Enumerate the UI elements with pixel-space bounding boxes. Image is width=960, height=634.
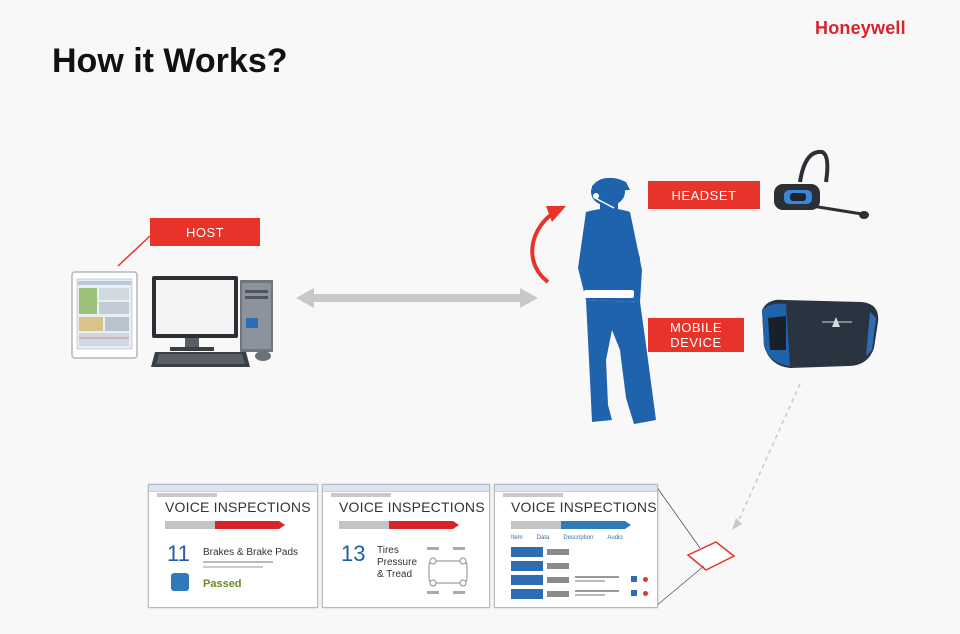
headset-icon (774, 149, 869, 219)
address-bar (331, 493, 391, 497)
voice-inspection-screen-2: VOICE INSPECTIONS 13 Tires Pressure & Tr… (322, 484, 490, 608)
address-bar (503, 493, 563, 497)
headset-label: HEADSET (671, 187, 737, 203)
mobile-device-tag: MOBILE DEVICE (648, 318, 744, 352)
host-tag: HOST (150, 218, 260, 246)
thumbprint-icon (171, 573, 189, 591)
browser-bar (149, 485, 317, 492)
dashed-pointer (737, 383, 801, 523)
small-tag-icon (686, 541, 736, 571)
mobile-label-line2: DEVICE (670, 335, 722, 350)
headset-mic (594, 197, 615, 209)
step-number: 13 (341, 541, 366, 566)
col-audio: Audio (607, 535, 623, 541)
progress-indicator (511, 521, 631, 529)
col-item: Item (511, 535, 523, 541)
screen-title: VOICE INSPECTIONS (165, 499, 311, 515)
screen-title: VOICE INSPECTIONS (511, 499, 657, 515)
mobile-device-icon (762, 299, 879, 368)
step-number: 11 (167, 541, 190, 566)
table-row (511, 547, 651, 557)
screen-title: VOICE INSPECTIONS (339, 499, 485, 515)
double-arrow (296, 288, 538, 308)
line-placeholder (203, 566, 263, 568)
headset-tag: HEADSET (648, 181, 760, 209)
line-placeholder (203, 561, 273, 563)
progress-indicator (165, 521, 285, 529)
col-description: Description (563, 535, 594, 541)
table-row (511, 589, 651, 599)
browser-bar (495, 485, 657, 492)
step-label-line3: & Tread (377, 569, 413, 580)
table-row (511, 575, 651, 585)
step-label: Brakes & Brake Pads (203, 547, 299, 558)
honeywell-logo: Honeywell (815, 18, 906, 38)
connector-top (655, 485, 701, 549)
voice-inspection-screen-1: VOICE INSPECTIONS 11 Brakes & Brake Pads… (148, 484, 318, 608)
browser-bar (323, 485, 489, 492)
mobile-label-line1: MOBILE (669, 320, 723, 335)
rotation-arrow (530, 206, 566, 284)
step-label-line1: Tires (377, 545, 399, 556)
step-label-line2: Pressure (377, 557, 418, 568)
table-row (511, 561, 651, 571)
worker-belt (584, 290, 634, 298)
worker-silhouette (578, 177, 656, 424)
desktop-computer-icon (151, 276, 273, 367)
connector-bottom (655, 565, 705, 607)
table-header: Item Data Description Audio (511, 535, 623, 541)
progress-indicator (339, 521, 459, 529)
host-label: HOST (185, 224, 225, 240)
col-data: Data (536, 535, 550, 541)
slide-title: How it Works? (52, 42, 288, 80)
tablet-icon (71, 271, 138, 359)
tire-diagram (427, 547, 468, 594)
address-bar (157, 493, 217, 497)
voice-inspection-screen-3: VOICE INSPECTIONS Item Data Description … (494, 484, 658, 608)
host-leader-line (117, 235, 151, 267)
status-passed: Passed (203, 578, 242, 590)
